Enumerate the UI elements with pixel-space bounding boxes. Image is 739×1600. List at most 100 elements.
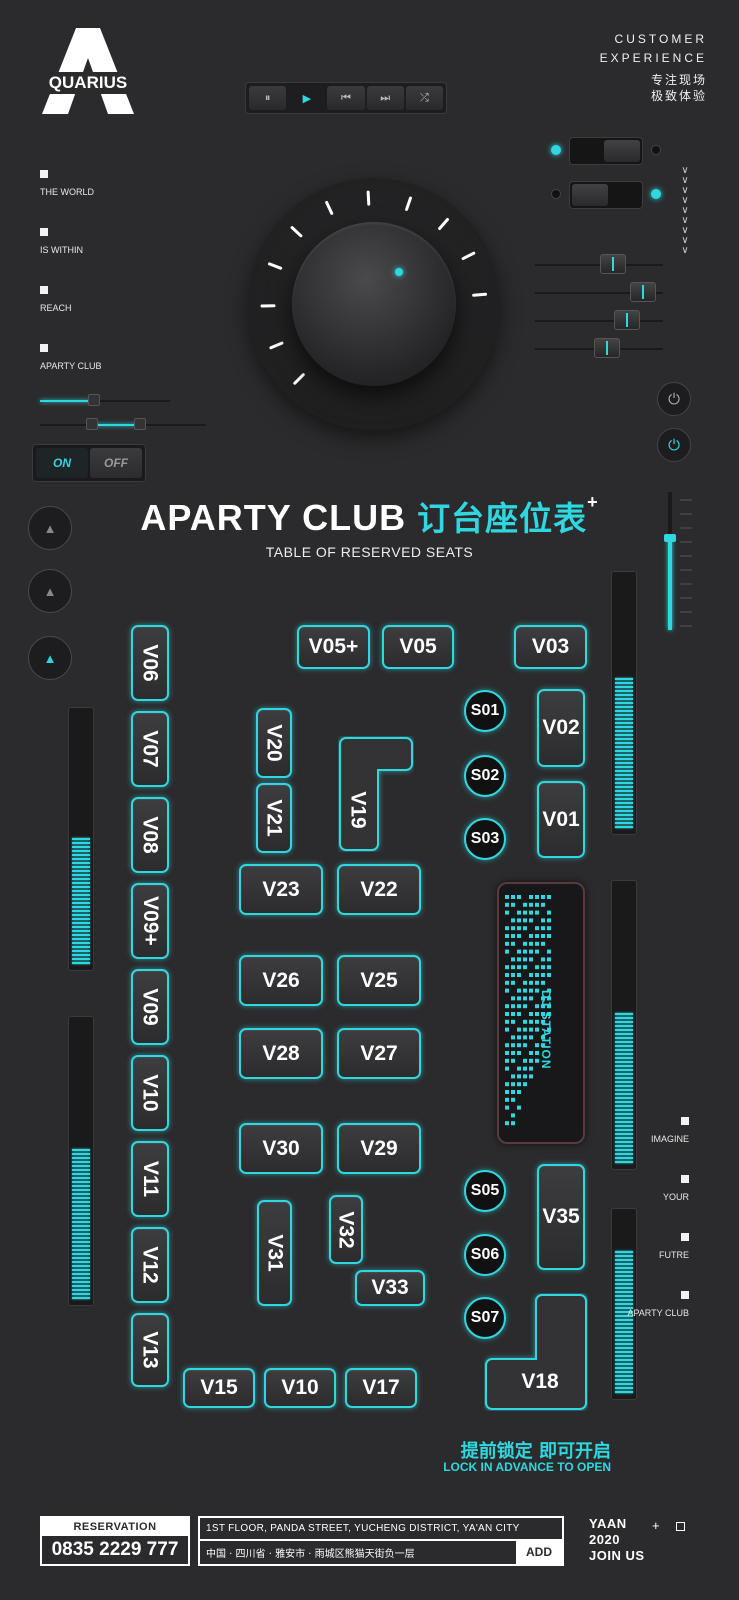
left-slider-1[interactable] [40,400,170,402]
eq-cell [541,1004,545,1009]
shuffle-button[interactable]: ⤮ [405,86,444,110]
eq-cell [535,902,539,907]
seat-v33[interactable]: V33 [355,1270,425,1306]
tagline-cn-1: 专注现场 [650,73,707,87]
right-check-1[interactable]: IMAGINE [651,1117,689,1144]
seat-v13[interactable]: V13 [131,1313,169,1387]
left-check-1[interactable]: THE WORLD [40,170,94,197]
off-button[interactable]: OFF [90,448,142,478]
seat-v11[interactable]: V11 [131,1141,169,1217]
seat-v23[interactable]: V23 [239,864,323,915]
on-button[interactable]: ON [36,448,88,478]
seat-v05-plus[interactable]: V05+ [297,625,370,669]
fader-knob-3[interactable] [614,310,640,330]
fader-knob-1[interactable] [600,254,626,274]
meter-bar [72,918,90,920]
seat-v21[interactable]: V21 [256,783,292,853]
sofa-s07[interactable]: S07 [464,1297,506,1339]
eq-cell [517,1066,521,1071]
seat-v15[interactable]: V15 [183,1368,255,1408]
prev-button[interactable]: ⏮ [327,86,365,110]
left-slider-2-handle-b[interactable] [134,418,146,430]
sofa-s02[interactable]: S02 [464,755,506,797]
seat-label: V09+ [139,896,163,946]
seat-v29[interactable]: V29 [337,1123,421,1174]
meter-bar [72,1253,90,1255]
seat-v27[interactable]: V27 [337,1028,421,1079]
seat-v35[interactable]: V35 [537,1164,585,1270]
sofa-s05[interactable]: S05 [464,1170,506,1212]
seat-v10-left[interactable]: V10 [131,1055,169,1131]
seat-v05[interactable]: V05 [382,625,454,669]
seat-v03[interactable]: V03 [514,625,587,669]
checkbox[interactable] [40,170,48,178]
seat-v17[interactable]: V17 [345,1368,417,1408]
next-button[interactable]: ⏭ [366,86,404,110]
seat-v18[interactable]: V18 [510,1362,570,1402]
eq-cell [511,1097,515,1102]
seat-v09-plus[interactable]: V09+ [131,883,169,959]
lamp-button-2[interactable]: ▲ [28,569,72,613]
seat-v07[interactable]: V07 [131,711,169,787]
right-check-2[interactable]: YOUR [663,1175,689,1202]
left-slider-2-handle-a[interactable] [86,418,98,430]
toggle-2[interactable] [569,181,643,209]
meter-bar [615,1299,633,1301]
seat-v10-bottom[interactable]: V10 [264,1368,336,1408]
lamp-button-3[interactable]: ▲ [28,636,72,680]
seat-v22[interactable]: V22 [337,864,421,915]
seat-v02[interactable]: V02 [537,689,585,767]
eq-cell [517,1043,521,1048]
left-slider-1-handle[interactable] [88,394,100,406]
eq-cell [535,1058,539,1063]
join-us-link[interactable]: JOIN US [589,1548,645,1563]
seat-v30[interactable]: V30 [239,1123,323,1174]
seat-v26[interactable]: V26 [239,955,323,1006]
meter-bar [72,1265,90,1267]
seat-v01[interactable]: V01 [537,781,585,858]
seat-v08[interactable]: V08 [131,797,169,873]
vertical-fader-handle[interactable] [664,534,676,542]
left-check-4[interactable]: APARTY CLUB [40,344,102,371]
seat-label: V17 [362,1376,400,1399]
sofa-s06[interactable]: S06 [464,1234,506,1276]
seat-v32[interactable]: V32 [329,1195,363,1264]
fader-knob-2[interactable] [630,282,656,302]
lamp-button-1[interactable]: ▲ [28,506,72,550]
checkbox[interactable] [40,286,48,294]
seat-v19[interactable]: V19 [338,770,378,850]
pause-button[interactable]: ⏸ [249,86,287,110]
toggle-1[interactable] [569,137,643,165]
seat-v06[interactable]: V06 [131,625,169,701]
sofa-s01[interactable]: S01 [464,690,506,732]
checkbox[interactable] [681,1117,689,1125]
checkbox[interactable] [681,1291,689,1299]
power-button-on[interactable]: ⏻ [657,428,691,462]
reservation-box[interactable]: RESERVATION 0835 2229 777 [40,1516,190,1566]
add-button[interactable]: ADD [516,1541,562,1564]
volume-knob[interactable] [292,222,456,386]
sofa-s03[interactable]: S03 [464,818,506,860]
knob-tick [290,226,303,238]
power-button-off[interactable]: ⏻ [657,382,691,416]
knob-tick [366,190,371,206]
seat-v20[interactable]: V20 [256,708,292,778]
checkbox[interactable] [40,228,48,236]
fader-track-2 [535,292,663,294]
fader-knob-4[interactable] [594,338,620,358]
seat-v25[interactable]: V25 [337,955,421,1006]
meter-bar [615,710,633,712]
play-button[interactable]: ▶ [288,86,326,110]
right-check-4[interactable]: APARTY CLUB [627,1291,689,1318]
left-check-3[interactable]: REACH [40,286,72,313]
seat-v09[interactable]: V09 [131,969,169,1045]
checkbox[interactable] [681,1233,689,1241]
reservation-phone[interactable]: 0835 2229 777 [51,1539,179,1560]
seat-v31[interactable]: V31 [257,1200,292,1306]
checkbox[interactable] [40,344,48,352]
seat-v12[interactable]: V12 [131,1227,169,1303]
right-check-3[interactable]: FUTRE [659,1233,689,1260]
checkbox[interactable] [681,1175,689,1183]
seat-v28[interactable]: V28 [239,1028,323,1079]
left-check-2[interactable]: IS WITHIN [40,228,83,255]
